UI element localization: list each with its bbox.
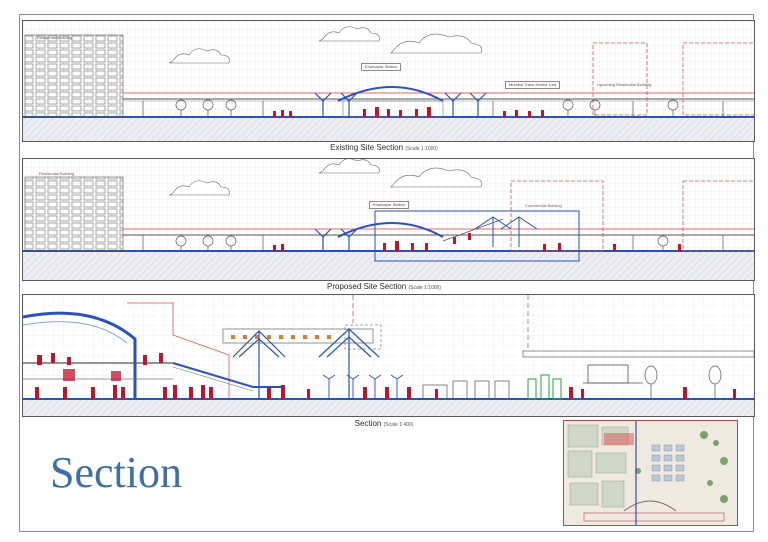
cloud-icon (318, 159, 380, 174)
existing-caption-row: Existing Site Section (Scale 1:1000) (0, 143, 768, 152)
detail-section (22, 294, 755, 417)
commercial-building-label: Commercial Building (525, 203, 562, 208)
detail-scale: (Scale 1:400) (383, 422, 414, 428)
cloud-icon (168, 48, 230, 64)
detail-callout-frame (374, 210, 580, 262)
proposed-caption: Proposed Site Section (327, 282, 407, 291)
site-map-icon (563, 420, 738, 526)
proposed-scale: (Scale 1:1000) (408, 285, 441, 291)
station-label: Kharkapar Station (369, 201, 410, 209)
cloud-icon (168, 180, 230, 196)
station-label: Kharkapar Station (361, 63, 402, 71)
commercial-building (510, 180, 604, 252)
upcoming-building (592, 42, 648, 116)
detail-section-drawing (23, 295, 754, 416)
residential-building (24, 34, 124, 118)
cloud-icon (390, 167, 483, 188)
umbrella-canopy-icon (474, 216, 538, 247)
stair-ramp (172, 362, 283, 388)
cloud-icon (318, 26, 380, 42)
residential-label: Residential Building (39, 171, 75, 176)
person-icon (35, 353, 736, 399)
station-roof (337, 222, 444, 238)
harbor-link-label: Mumbai Trans Harbor Link (505, 81, 561, 89)
existing-caption: Existing Site Section (330, 143, 404, 152)
existing-scale: (Scale 1:1000) (405, 146, 438, 152)
person-icon (273, 107, 544, 117)
residential-label: Residential Building (37, 35, 73, 40)
sheet-title: Section (50, 448, 182, 497)
proposed-section-drawing (23, 159, 754, 280)
person-icon (273, 233, 681, 251)
cloud-icon (390, 33, 483, 54)
existing-section-drawing (23, 21, 754, 141)
key-plan-drawing (564, 421, 737, 525)
upcoming-building-label: Upcoming Residential Building (597, 82, 652, 87)
proposed-site-section: Residential Building Kharkapar Station C… (22, 158, 755, 281)
umbrella-canopy-icon (232, 328, 380, 399)
proposed-caption-row: Proposed Site Section (Scale 1:1000) (0, 282, 768, 291)
station-roof (23, 311, 137, 399)
detail-caption-row: Section (Scale 1:400) (0, 419, 768, 428)
residential-building (24, 176, 124, 252)
detail-caption: Section (354, 419, 382, 428)
existing-site-section: Residential Building Kharkapar Station M… (22, 20, 755, 142)
station-roof (337, 86, 444, 102)
